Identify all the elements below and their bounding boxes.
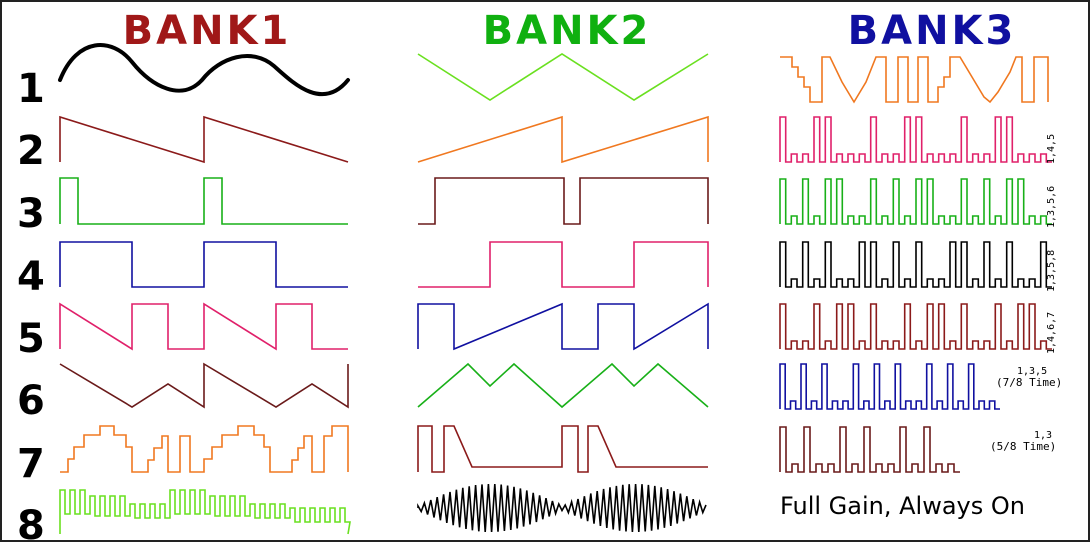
bank2-wave-5-saw-pattern bbox=[417, 302, 709, 351]
bank3-note-row2: 1,4,5 bbox=[1046, 134, 1057, 164]
bank3-note-row6-bottom: (7/8 Time) bbox=[996, 376, 1062, 389]
bank1-wave-4-square bbox=[59, 241, 348, 288]
bank3-note-row6-top: 1,3,5 bbox=[1017, 366, 1047, 377]
bank2-wave-2-saw-up bbox=[417, 115, 709, 164]
row-number-2: 2 bbox=[17, 128, 45, 174]
bank2-wave-3-inverted-pulse bbox=[418, 177, 709, 225]
bank3-wave-6-pattern bbox=[779, 363, 1000, 410]
bank3-note-row4: 1,3,5,8 bbox=[1046, 250, 1057, 292]
bank1-wave-3-pulse bbox=[59, 177, 348, 225]
bank3-wave-1-stepped-v bbox=[780, 56, 1049, 104]
row-number-3: 3 bbox=[17, 191, 45, 237]
bank2-title: BANK2 bbox=[483, 8, 652, 54]
row-number-1: 1 bbox=[17, 66, 45, 112]
bank3-wave-4-pattern bbox=[779, 241, 1052, 288]
bank2-wave-1-triangle bbox=[417, 53, 709, 101]
bank2-wave-8-tremolo bbox=[417, 483, 707, 533]
bank2-wave-7-decay bbox=[417, 425, 708, 473]
bank1-wave-8-gated-noise bbox=[59, 489, 351, 535]
bank3-wave-5-pattern bbox=[779, 303, 1052, 350]
bank3-wave-3-pattern bbox=[779, 178, 1052, 225]
bank3-wave-2-pattern bbox=[779, 116, 1052, 163]
row-number-6: 6 bbox=[17, 378, 45, 424]
bank1-title: BANK1 bbox=[123, 8, 292, 54]
bank3-note-row7-top: 1,3 bbox=[1034, 430, 1052, 441]
bank3-row8-full-gain-label: Full Gain, Always On bbox=[780, 492, 1025, 520]
row-number-7: 7 bbox=[17, 441, 45, 487]
bank3-note-row7-bottom: (5/8 Time) bbox=[990, 440, 1056, 453]
row-number-8: 8 bbox=[17, 503, 45, 540]
bank3-note-row3: 1,3,5,6 bbox=[1046, 186, 1057, 228]
bank1-wave-2-saw-down bbox=[59, 115, 349, 164]
bank3-wave-7-pattern bbox=[779, 426, 960, 473]
row-number-5: 5 bbox=[17, 316, 45, 362]
bank3-title: BANK3 bbox=[848, 8, 1017, 54]
bank1-wave-1-sine bbox=[58, 43, 350, 96]
bank1-wave-7-stepped bbox=[60, 425, 349, 473]
bank2-wave-6-twin-triangle bbox=[417, 362, 709, 409]
row-number-4: 4 bbox=[17, 254, 45, 300]
bank1-wave-6-triangle-pattern bbox=[59, 362, 349, 409]
bank2-wave-4-square-offset bbox=[418, 241, 709, 288]
bank1-wave-5-saw-pattern bbox=[59, 302, 348, 351]
bank3-note-row5: 1,4,6,7 bbox=[1046, 312, 1057, 354]
